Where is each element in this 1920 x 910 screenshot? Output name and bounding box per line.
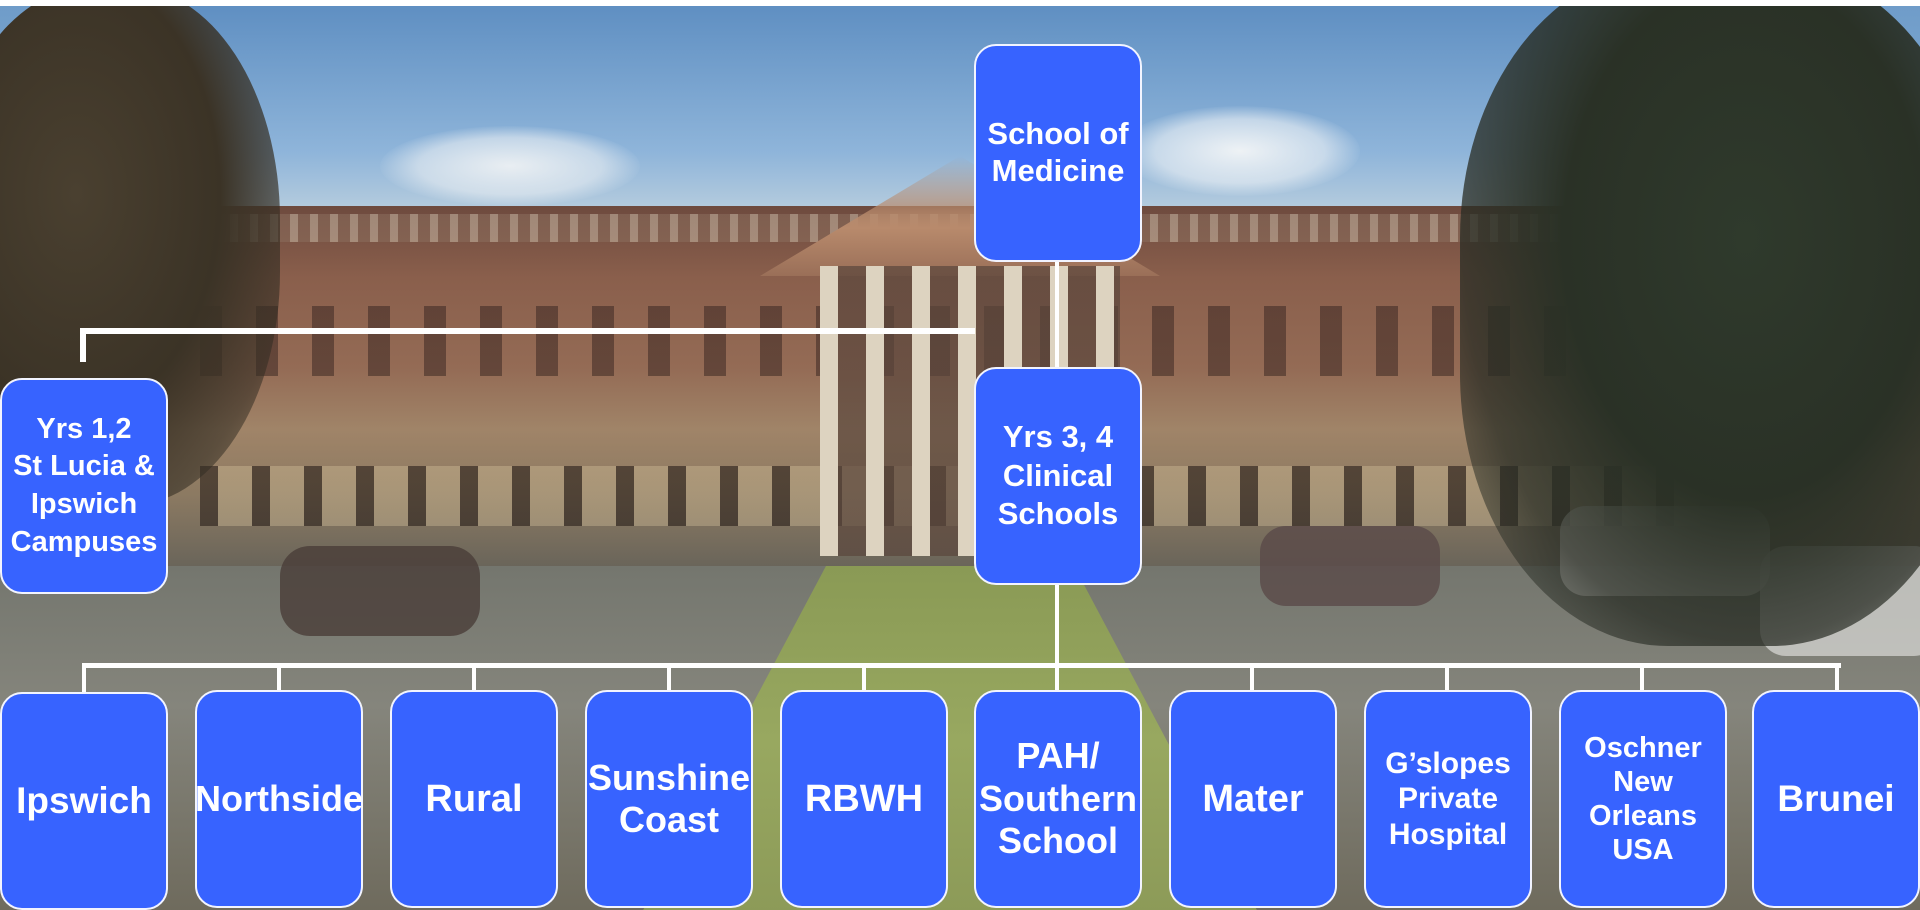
connector-drop-mater xyxy=(1250,663,1254,693)
connector-clinical-down xyxy=(1055,584,1059,666)
node-label: School of Medicine xyxy=(987,116,1129,188)
connector-top-to-preclinical-horizontal xyxy=(80,328,975,334)
connector-drop-ipswich xyxy=(82,663,86,693)
node-label: Mater xyxy=(1202,777,1304,820)
node-school-oschner: Oschner New Orleans USA xyxy=(1559,690,1727,908)
connector-ipswich-northside-bracket xyxy=(82,663,280,666)
node-school-sunshine-coast: Sunshine Coast xyxy=(585,690,753,908)
node-label: Yrs 3, 4 Clinical Schools xyxy=(997,418,1119,532)
connector-top-to-clinical xyxy=(1055,260,1059,368)
connector-drop-rbwh xyxy=(862,663,866,693)
node-label: PAH/ Southern School xyxy=(979,735,1137,862)
node-years-3-4: Yrs 3, 4 Clinical Schools xyxy=(974,367,1142,585)
node-label: G’slopes Private Hospital xyxy=(1385,746,1511,851)
connector-schools-horizontal xyxy=(82,663,1841,668)
node-label: Yrs 1,2 St Lucia & Ipswich Campuses xyxy=(10,412,158,558)
node-label: Oschner New Orleans USA xyxy=(1584,731,1702,867)
node-school-mater: Mater xyxy=(1169,690,1337,908)
connector-drop-pah xyxy=(1055,663,1059,693)
node-label: Northside xyxy=(195,777,364,819)
connector-drop-brunei xyxy=(1835,663,1839,693)
connector-drop-northside xyxy=(277,663,281,693)
node-school-brunei: Brunei xyxy=(1752,690,1920,908)
node-school-gslopes: G’slopes Private Hospital xyxy=(1364,690,1532,908)
node-school-rbwh: RBWH xyxy=(780,690,948,908)
connector-drop-rural xyxy=(472,663,476,693)
node-label: Rural xyxy=(425,777,523,820)
connector-drop-gslopes xyxy=(1445,663,1449,693)
node-school-pah-southern: PAH/ Southern School xyxy=(974,690,1142,908)
node-label: RBWH xyxy=(804,777,924,820)
node-school-rural: Rural xyxy=(390,690,558,908)
node-years-1-2: Yrs 1,2 St Lucia & Ipswich Campuses xyxy=(0,378,168,594)
connector-drop-sunshine-coast xyxy=(667,663,671,693)
node-school-northside: Northside xyxy=(195,690,363,908)
node-label: Ipswich xyxy=(16,780,152,822)
node-label: Brunei xyxy=(1777,778,1895,820)
node-school-of-medicine: School of Medicine xyxy=(974,44,1142,262)
node-label: Sunshine Coast xyxy=(587,756,751,840)
connector-top-to-preclinical-vertical xyxy=(80,328,86,362)
node-school-ipswich: Ipswich xyxy=(0,692,168,910)
connector-drop-oschner xyxy=(1640,663,1644,693)
